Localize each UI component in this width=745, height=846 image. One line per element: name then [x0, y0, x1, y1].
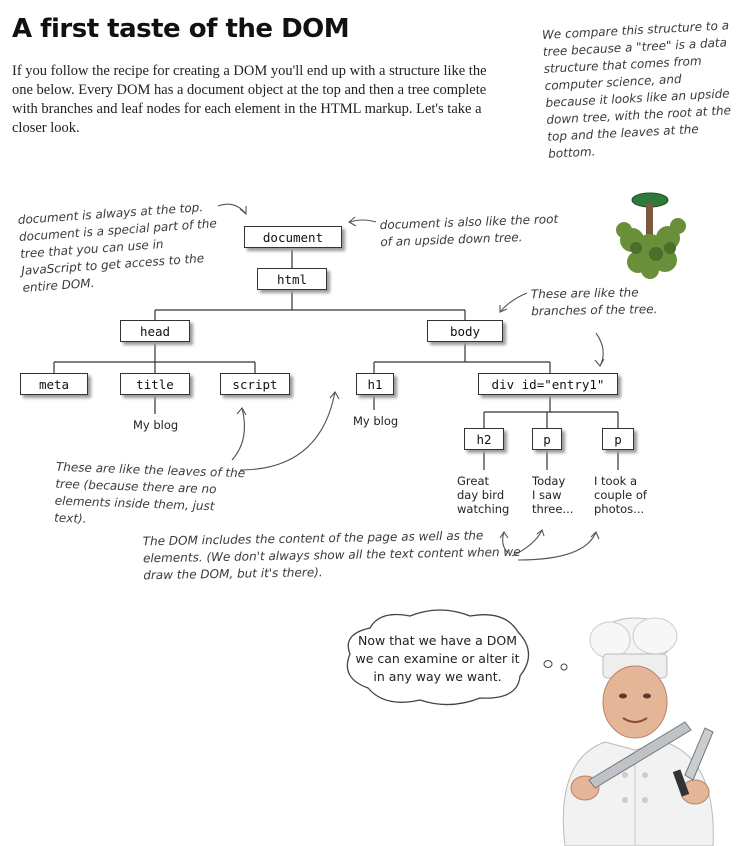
upside-down-tree-illustration	[616, 192, 686, 279]
node-script: script	[220, 373, 290, 395]
intro-paragraph: If you follow the recipe for creating a …	[12, 63, 487, 136]
title-text-leaf: My blog	[133, 418, 179, 432]
node-head: head	[120, 320, 190, 342]
node-html: html	[257, 268, 327, 290]
thought-dots	[543, 660, 568, 671]
leaves-note: These are like the leaves of the tree (b…	[53, 459, 246, 526]
node-document: document	[244, 226, 342, 248]
content-note: The DOM includes the content of the page…	[142, 528, 521, 583]
node-p-first: p	[532, 428, 562, 450]
chef-illustration	[562, 617, 714, 846]
h2-text-leaf: Great day bird watching	[457, 474, 510, 516]
node-h1: h1	[356, 373, 394, 395]
page-title: A first taste of the DOM	[12, 14, 350, 44]
chef-speech: Now that we have a DOM we can examine or…	[355, 633, 520, 684]
node-body: body	[427, 320, 503, 342]
node-p-second: p	[602, 428, 634, 450]
thought-bubble	[346, 609, 530, 706]
node-title: title	[120, 373, 190, 395]
p1-text-leaf: Today I saw three...	[532, 474, 574, 516]
h1-text-leaf: My blog	[353, 414, 399, 428]
node-h2: h2	[464, 428, 504, 450]
p2-text-leaf: I took a couple of photos...	[594, 474, 647, 516]
node-div-entry1: div id="entry1"	[478, 373, 618, 395]
node-meta: meta	[20, 373, 88, 395]
